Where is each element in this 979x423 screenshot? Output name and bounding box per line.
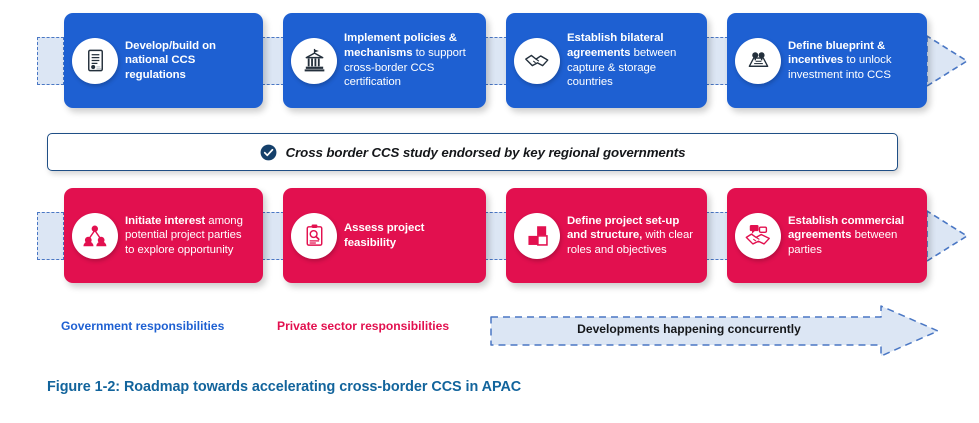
flow-connector-priv-1	[262, 211, 284, 260]
priv-step-text-2: Assess project feasibility	[344, 221, 478, 250]
gov-step-card-3[interactable]: Establish bilateral agreements between c…	[506, 13, 707, 108]
blueprint-icon	[735, 37, 781, 84]
priv-step-card-3[interactable]: Define project set-up and structure, wit…	[506, 188, 707, 283]
priv-step-card-4[interactable]: Establish commercial agreements between …	[727, 188, 927, 283]
priv-step-bold-3: Define project set-up and structure,	[567, 214, 680, 242]
flow-start-stub-private	[37, 211, 64, 260]
gov-step-bold-1: Develop/build on national CCS regulation…	[125, 39, 216, 81]
concurrency-note-label: Developments happening concurrently	[577, 322, 801, 336]
gov-step-text-3: Establish bilateral agreements between c…	[567, 31, 699, 89]
gov-step-card-1[interactable]: Develop/build on national CCS regulation…	[64, 13, 263, 108]
priv-step-rest-3: with clear roles and objectives	[567, 229, 693, 256]
gov-step-card-2[interactable]: Implement policies & mechanisms to suppo…	[283, 13, 486, 108]
flow-connector-gov-1	[262, 36, 284, 85]
handshake-icon	[514, 37, 560, 84]
government-flow-row: Develop/build on national CCS regulation…	[0, 13, 979, 108]
gov-step-bold-4: Define blueprint & incentives	[788, 39, 886, 67]
figure-caption: Figure 1-2: Roadmap towards accelerating…	[47, 379, 522, 395]
priv-step-text-4: Establish commercial agreements between …	[788, 214, 919, 258]
concurrency-arrow-shape	[489, 304, 940, 358]
check-circle-icon	[260, 144, 277, 161]
priv-step-rest-1: among potential project parties to explo…	[125, 214, 243, 256]
gov-step-rest-4: to unlock investment into CCS	[788, 54, 892, 81]
priv-step-text-1: Initiate interest among potential projec…	[125, 214, 255, 258]
flow-connector-priv-3	[706, 211, 728, 260]
priv-step-bold-2: Assess project feasibility	[344, 221, 425, 249]
building-blocks-icon	[514, 212, 560, 259]
flow-connector-gov-2	[485, 36, 507, 85]
flow-arrowhead-private	[926, 200, 968, 272]
private-sector-flow-row: Initiate interest among potential projec…	[0, 188, 979, 283]
legend-label-government: Government responsibilities	[61, 319, 225, 333]
gov-step-bold-2: Implement policies & mechanisms	[344, 32, 457, 59]
gov-step-bold-3: Establish bilateral agreements	[567, 32, 664, 59]
document-regulations-icon	[72, 37, 118, 84]
government-building-icon	[291, 37, 337, 84]
priv-step-rest-4: between parties	[788, 229, 898, 256]
endorsement-text: Cross border CCS study endorsed by key r…	[285, 144, 686, 160]
gov-step-rest-2: to support cross-border CCS certificatio…	[344, 46, 466, 89]
gov-step-rest-3: between capture & storage countries	[567, 46, 677, 89]
gov-step-text-4: Define blueprint & incentives to unlock …	[788, 39, 919, 83]
network-people-icon	[72, 212, 118, 259]
legend-label-private-sector: Private sector responsibilities	[277, 319, 450, 333]
priv-step-text-3: Define project set-up and structure, wit…	[567, 214, 699, 258]
legend: Government responsibilities Private sect…	[0, 300, 979, 362]
endorsement-banner: Cross border CCS study endorsed by key r…	[47, 133, 898, 171]
priv-step-bold-1: Initiate interest	[125, 214, 206, 227]
priv-step-bold-4: Establish commercial agreements	[788, 214, 905, 242]
flow-connector-priv-2	[485, 211, 507, 260]
flow-arrowhead-government	[926, 25, 968, 97]
flow-connector-gov-3	[706, 36, 728, 85]
priv-step-card-1[interactable]: Initiate interest among potential projec…	[64, 188, 263, 283]
clipboard-search-icon	[291, 212, 337, 259]
gov-step-text-2: Implement policies & mechanisms to suppo…	[344, 31, 478, 89]
gov-step-card-4[interactable]: Define blueprint & incentives to unlock …	[727, 13, 927, 108]
commercial-handshake-icon	[735, 212, 781, 259]
gov-step-text-1: Develop/build on national CCS regulation…	[125, 39, 255, 83]
priv-step-card-2[interactable]: Assess project feasibility	[283, 188, 486, 283]
flow-start-stub-government	[37, 36, 64, 85]
